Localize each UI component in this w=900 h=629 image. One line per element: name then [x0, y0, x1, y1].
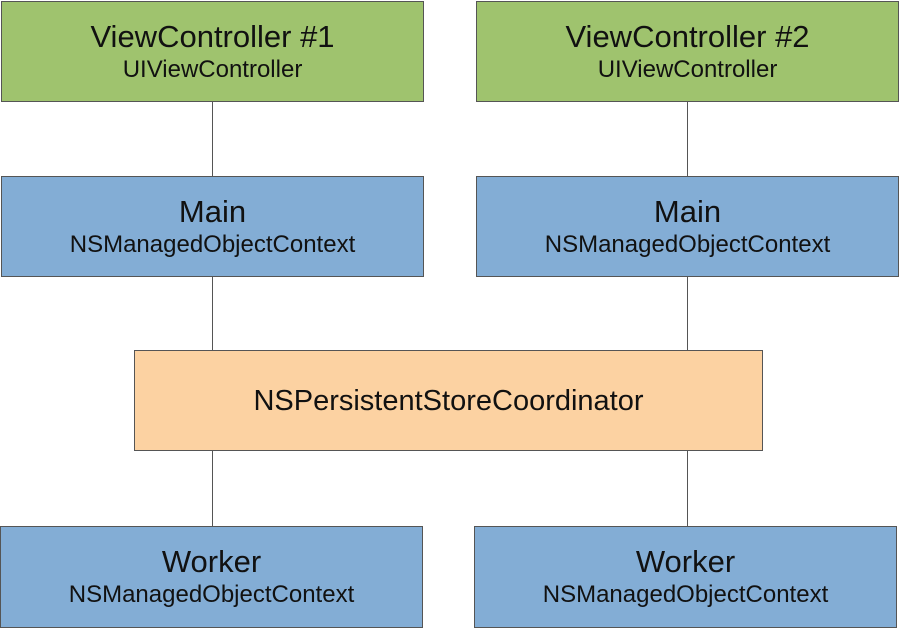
connector-viewcontroller-1-to-main-1	[212, 102, 213, 176]
worker-context-2-subtitle: NSManagedObjectContext	[542, 581, 829, 608]
connector-main-1-to-coordinator	[212, 277, 213, 350]
viewcontroller-2-title: ViewController #2	[565, 18, 810, 54]
worker-context-2-title: Worker	[635, 544, 736, 579]
main-context-1-title: Main	[178, 193, 247, 229]
connector-viewcontroller-2-to-main-2	[687, 102, 688, 176]
main-context-1-subtitle: NSManagedObjectContext	[69, 230, 356, 258]
connector-coordinator-to-worker-1	[212, 451, 213, 526]
viewcontroller-1-title: ViewController #1	[90, 18, 335, 54]
connector-coordinator-to-worker-2	[687, 451, 688, 526]
worker-context-1-title: Worker	[161, 544, 262, 579]
worker-context-1-subtitle: NSManagedObjectContext	[68, 581, 355, 608]
viewcontroller-1-subtitle: UIViewController	[122, 55, 303, 83]
coordinator-title: NSPersistentStoreCoordinator	[253, 384, 644, 417]
connector-main-2-to-coordinator	[687, 277, 688, 350]
worker-context-1-box: Worker NSManagedObjectContext	[0, 526, 423, 628]
coordinator-box: NSPersistentStoreCoordinator	[134, 350, 763, 451]
worker-context-2-box: Worker NSManagedObjectContext	[474, 526, 897, 628]
main-context-2-subtitle: NSManagedObjectContext	[544, 230, 831, 258]
main-context-2-box: Main NSManagedObjectContext	[476, 176, 899, 277]
viewcontroller-1-box: ViewController #1 UIViewController	[1, 1, 424, 102]
main-context-1-box: Main NSManagedObjectContext	[1, 176, 424, 277]
main-context-2-title: Main	[653, 193, 722, 229]
viewcontroller-2-box: ViewController #2 UIViewController	[476, 1, 899, 102]
viewcontroller-2-subtitle: UIViewController	[597, 55, 778, 83]
